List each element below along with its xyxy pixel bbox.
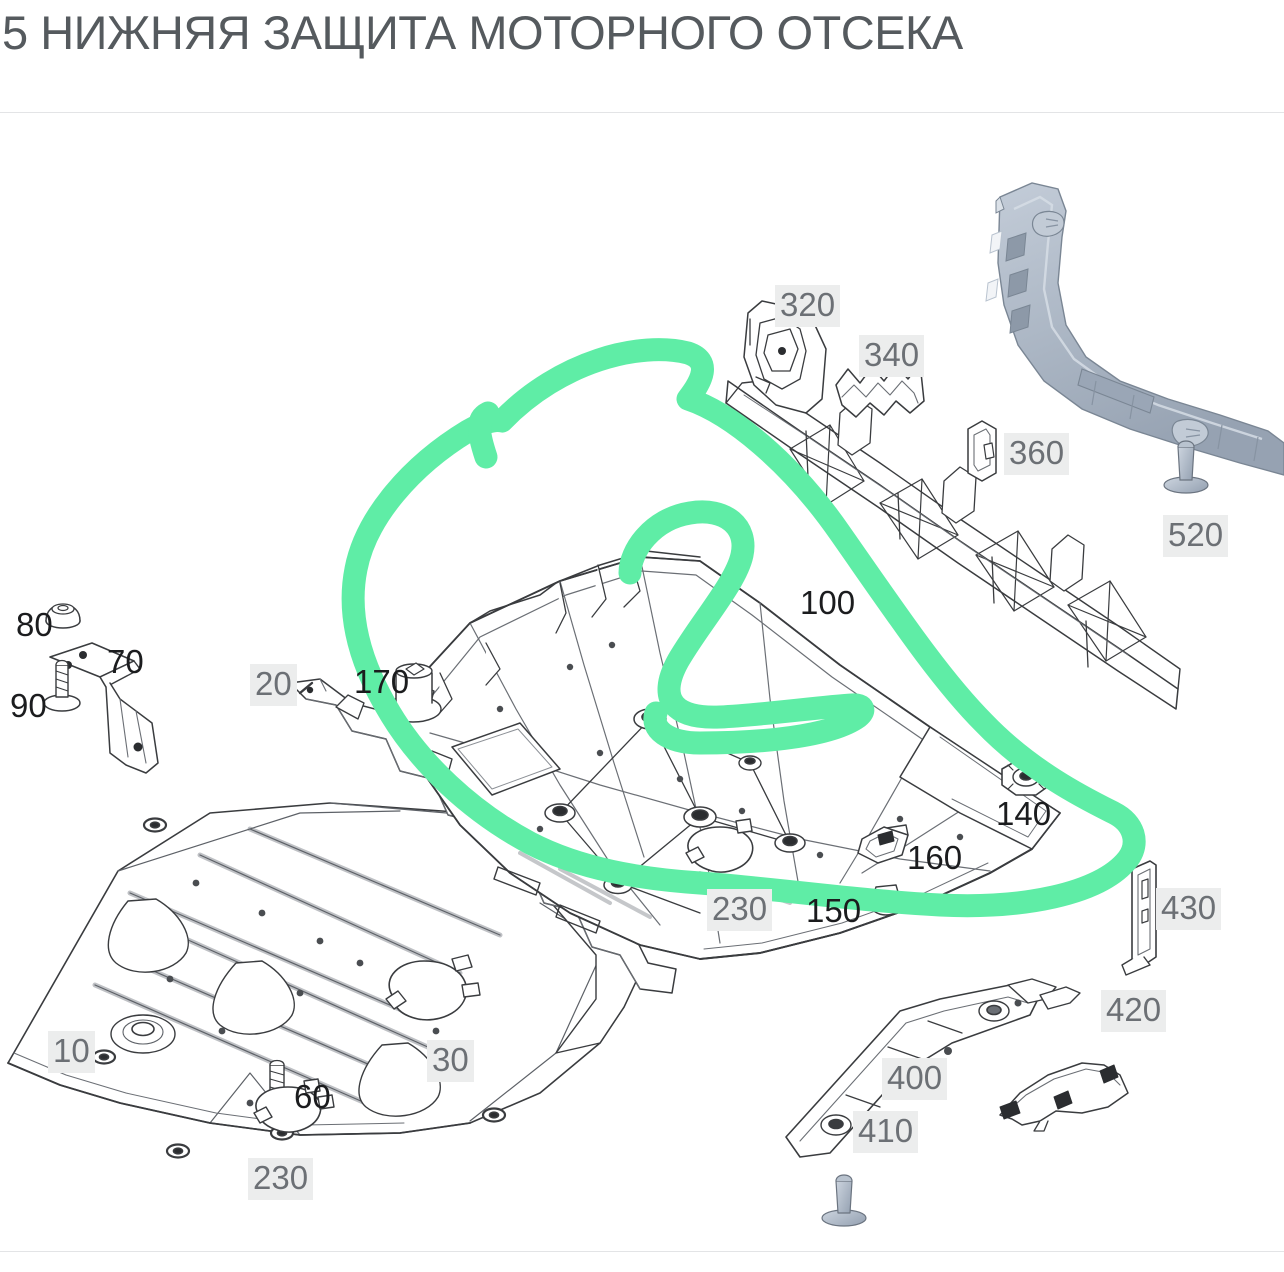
- part-410-rivet: [821, 1174, 867, 1227]
- page-header: 5 НИЖНЯЯ ЗАЩИТА МОТОРНОГО ОТСЕКА: [0, 0, 1284, 113]
- callout-150[interactable]: 150: [806, 892, 862, 929]
- callout-430[interactable]: 430: [1156, 888, 1222, 930]
- callout-160[interactable]: 160: [907, 839, 963, 876]
- part-420-trim: [999, 1062, 1129, 1132]
- callout-170[interactable]: 170: [354, 663, 410, 700]
- part-400-rail: [785, 978, 1081, 1158]
- exploded-parts-diagram: 80 70 90 20 170 10 60 30 230 320 340 360…: [0, 113, 1284, 1251]
- page-title: 5 НИЖНЯЯ ЗАЩИТА МОТОРНОГО ОТСЕКА: [2, 6, 963, 59]
- callout-20[interactable]: 20: [250, 664, 297, 706]
- callout-410[interactable]: 410: [853, 1111, 919, 1153]
- callout-340[interactable]: 340: [859, 335, 925, 377]
- callout-420[interactable]: 420: [1101, 990, 1167, 1032]
- callout-100[interactable]: 100: [800, 584, 856, 621]
- callout-400[interactable]: 400: [882, 1058, 948, 1100]
- callout-30[interactable]: 30: [427, 1040, 474, 1082]
- callout-140[interactable]: 140: [996, 795, 1052, 832]
- part-520-rivet: [1163, 440, 1209, 494]
- technical-line-art: [7, 182, 1284, 1227]
- callout-60[interactable]: 60: [294, 1078, 331, 1115]
- header-divider: [0, 112, 1284, 113]
- part-150-clip: [869, 884, 903, 916]
- callout-10[interactable]: 10: [48, 1031, 95, 1073]
- callout-90[interactable]: 90: [10, 687, 47, 724]
- callout-70[interactable]: 70: [107, 643, 144, 680]
- callout-360[interactable]: 360: [1004, 433, 1070, 475]
- footer-divider: [0, 1251, 1284, 1252]
- callout-520[interactable]: 520: [1163, 515, 1229, 557]
- callout-80[interactable]: 80: [16, 606, 53, 643]
- part-430-bracket: [1121, 860, 1157, 976]
- callout-320[interactable]: 320: [775, 285, 841, 327]
- callout-230-bottom[interactable]: 230: [248, 1158, 314, 1200]
- left-hardware: [43, 603, 159, 774]
- callout-230[interactable]: 230: [707, 889, 773, 931]
- part-140-cagenut: [1001, 760, 1051, 796]
